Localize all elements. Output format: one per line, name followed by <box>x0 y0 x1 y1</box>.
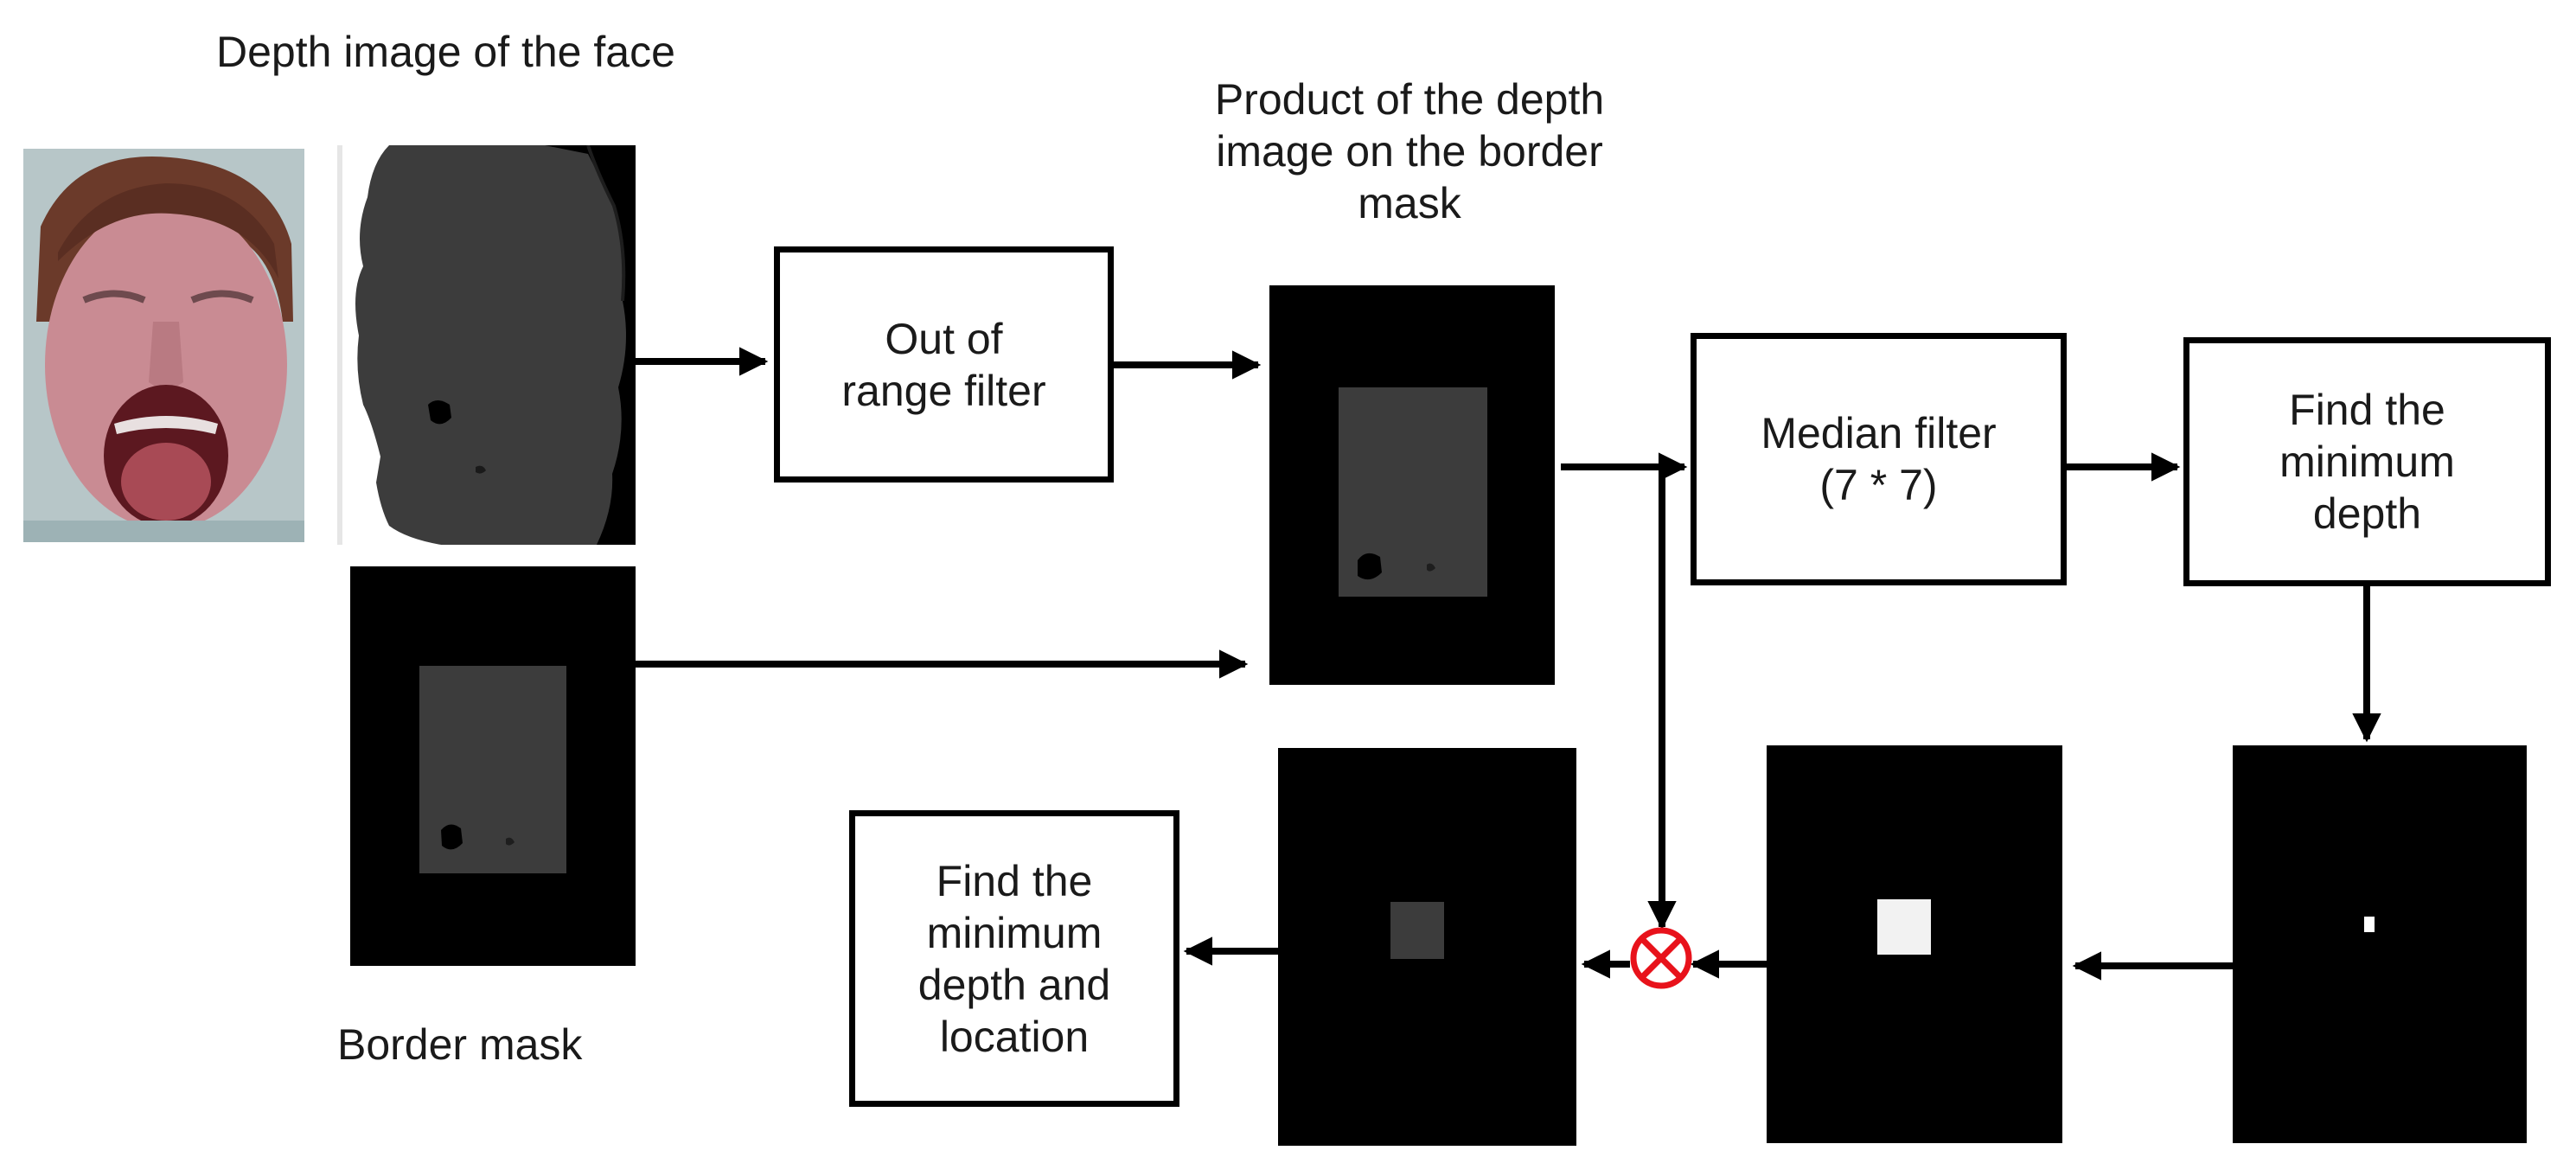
masked-window-image <box>1278 748 1576 1146</box>
out-of-range-filter-box: Out of range filter <box>774 246 1114 483</box>
product-title: Product of the depth image on the border… <box>1214 75 1605 227</box>
face-photo <box>23 149 304 542</box>
border-mask-hole <box>441 824 515 850</box>
window-mask-image <box>1767 745 2062 1143</box>
find-min-depth-location-label: Find the minimum depth and location <box>917 856 1111 1061</box>
border-mask-image <box>350 566 636 966</box>
find-min-depth-box: Find the minimum depth <box>2183 337 2551 586</box>
product-image <box>1269 285 1555 685</box>
face-depth-image <box>337 145 636 545</box>
window-mask-square <box>1877 899 1931 955</box>
min-depth-point-image <box>2233 745 2527 1143</box>
multiply-icon <box>1630 927 1692 989</box>
masked-window-region <box>1390 902 1444 959</box>
product-hole <box>1358 553 1435 580</box>
median-filter-label: Median filter (7 * 7) <box>1761 409 1997 509</box>
out-of-range-filter-label: Out of range filter <box>841 314 1046 415</box>
find-min-depth-location-box: Find the minimum depth and location <box>849 810 1179 1107</box>
min-depth-point <box>2364 917 2375 932</box>
median-filter-box: Median filter (7 * 7) <box>1691 333 2067 585</box>
border-mask-label: Border mask <box>337 1020 583 1069</box>
find-min-depth-label: Find the minimum depth <box>2279 386 2455 538</box>
depth-image-title: Depth image of the face <box>216 28 675 76</box>
